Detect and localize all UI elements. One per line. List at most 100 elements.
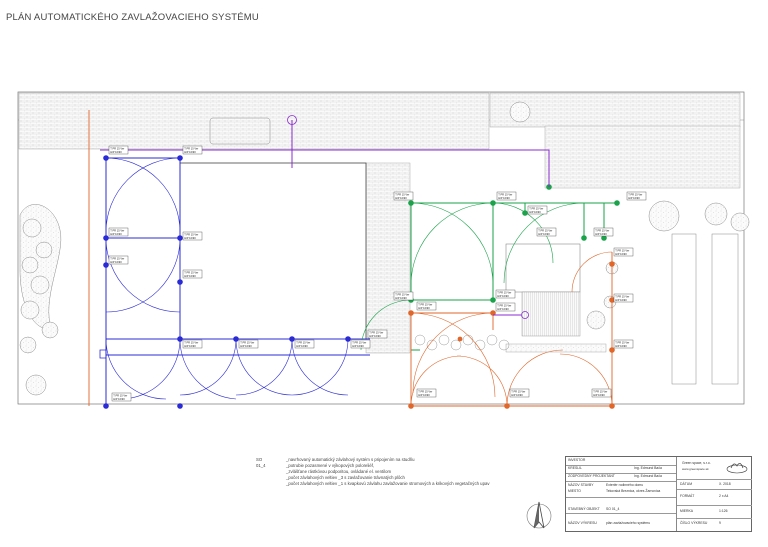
orange-head-label-text: H/P 10/90 [497,307,509,311]
note-line: _potrubie pozasmené v výkopových polorel… [286,463,375,468]
blue-head-label-text: H/P 10/90 [184,344,196,348]
title-block: INVESTOR KRESLIL Ing. Edmund Bača ZODPOV… [565,456,752,532]
green-head-label-text: H/P 10/90 [395,296,407,300]
orange-head-label-text: T PR 15 Ver [615,340,629,344]
blue-head-label-text: H/P 10/90 [110,150,122,154]
blue-head-label-text: T PR 15 Ver [184,340,198,344]
orange-head-label-text: T PR 15 Ver [511,389,525,393]
note-line: _navrhovaný automatický závlahový systém… [286,457,415,462]
note-line: _počet závlahových veltiev _1 s kvapkovú… [286,481,490,486]
cislo-value: 9 [719,521,721,525]
blue-head-label-text: H/P 10/90 [110,260,122,264]
green-head-label-text: H/P 10/90 [498,196,510,200]
green-head-label-text: H/P 10/90 [395,196,407,200]
orange-head-label-text: T PR 15 Ver [497,303,511,307]
orange-heads [408,261,615,409]
green-head-label-text: T PR 15 Ver [498,192,512,196]
blue-head-label-text: T PR 15 Ver [184,146,198,150]
green-head-label-text: T PR 15 Ver [628,192,642,196]
blue-head-label-text: H/P 10/90 [184,274,196,278]
orange-head-label-text: H/P 10/90 [615,252,627,256]
blue-head-label-text: T PR 15 Ver [113,393,127,397]
green-head-label-text: T PR 15 Ver [395,192,409,196]
blue-head-label-text: T PR 15 Ver [110,228,124,232]
orange-head-label-text: T PR 15 Ver [418,302,432,306]
orange-head-label-text: H/P 10/90 [511,393,523,397]
vykres-value: plán zavlažovacieho systému [606,521,651,525]
blue-head-label-text: T PR 15 Ver [296,340,310,344]
vegetation [19,101,750,396]
green-head-label-text: H/P 10/90 [497,294,509,298]
notes-lines: _navrhovaný automatický závlahový systém… [286,457,490,487]
format-label: FORMÁT [680,494,695,498]
blue-head-label-text: T PR 15 Ver [110,256,124,260]
green-head-label-text: H/P 10/90 [628,196,640,200]
miesto-label: MIESTO [568,489,581,493]
blue-head-label-text: H/P 10/90 [352,344,364,348]
orange-head-label-text: T PR 15 Ver [615,248,629,252]
company-web: www.greenspace.sk [682,467,709,471]
orange-head-label-text: H/P 10/90 [615,298,627,302]
blue-head-label-text: T PR 15 Ver [352,340,366,344]
orange-head-label-text: T PR 15 Ver [593,389,607,393]
blue-head-label-text: H/P 10/90 [113,397,125,401]
objekt-value: SO 01_4 [606,507,620,511]
blue-zone [99,157,370,406]
blue-head-label-text: H/P 10/90 [296,344,308,348]
cislo-label: ČÍSLO VÝKRESU [680,521,708,525]
green-head-label-text: T PR 15 Ver [497,290,511,294]
company-name: Green space, s.r.o. [682,461,711,465]
orange-head-label-text: H/P 10/90 [418,306,430,310]
orange-head-label-text: T PR 15 Ver [615,294,629,298]
green-heads [408,184,620,303]
blue-head-label-text: H/P 10/90 [184,150,196,154]
blue-head-label-text: T PR 15 Ver [184,232,198,236]
kreslil-label: KRESLIL [568,466,582,470]
main-supply-line [100,115,550,319]
company-logo-icon [726,463,748,474]
vykres-label: NÁZOV VÝKRESU [568,521,597,525]
green-head-label-text: H/P 10/90 [538,232,550,236]
blue-head-label-text: T PR 15 Ver [184,270,198,274]
stavba-value: Exteriér rodinného domu [606,483,644,487]
stavba-label: NÁZOV STAVBY [568,483,594,487]
datum-value: X. 2018 [719,482,731,486]
green-zone [360,202,617,351]
blue-head-label-text: H/P 10/90 [184,236,196,240]
blue-heads [103,155,351,409]
orange-head-label-text: H/P 10/90 [418,393,430,397]
miesto-value: Tekovská Breznica, okres Žarnovica [606,489,661,493]
mierka-label: MIERKA [680,509,693,513]
mierka-value: 1:126 [719,509,728,513]
blue-head-label-text: H/P 10/90 [110,232,122,236]
blue-head-label-text: T PR 15 Ver [110,146,124,150]
note-line: _zvlášťane rástkóvou podporitou, ovládan… [286,469,392,474]
green-head-label-text: H/P 10/90 [595,232,607,236]
blue-head-label-text: T PR 15 Ver [369,330,383,334]
paved-areas [18,92,741,385]
green-head-label-text: H/P 10/90 [529,210,541,214]
